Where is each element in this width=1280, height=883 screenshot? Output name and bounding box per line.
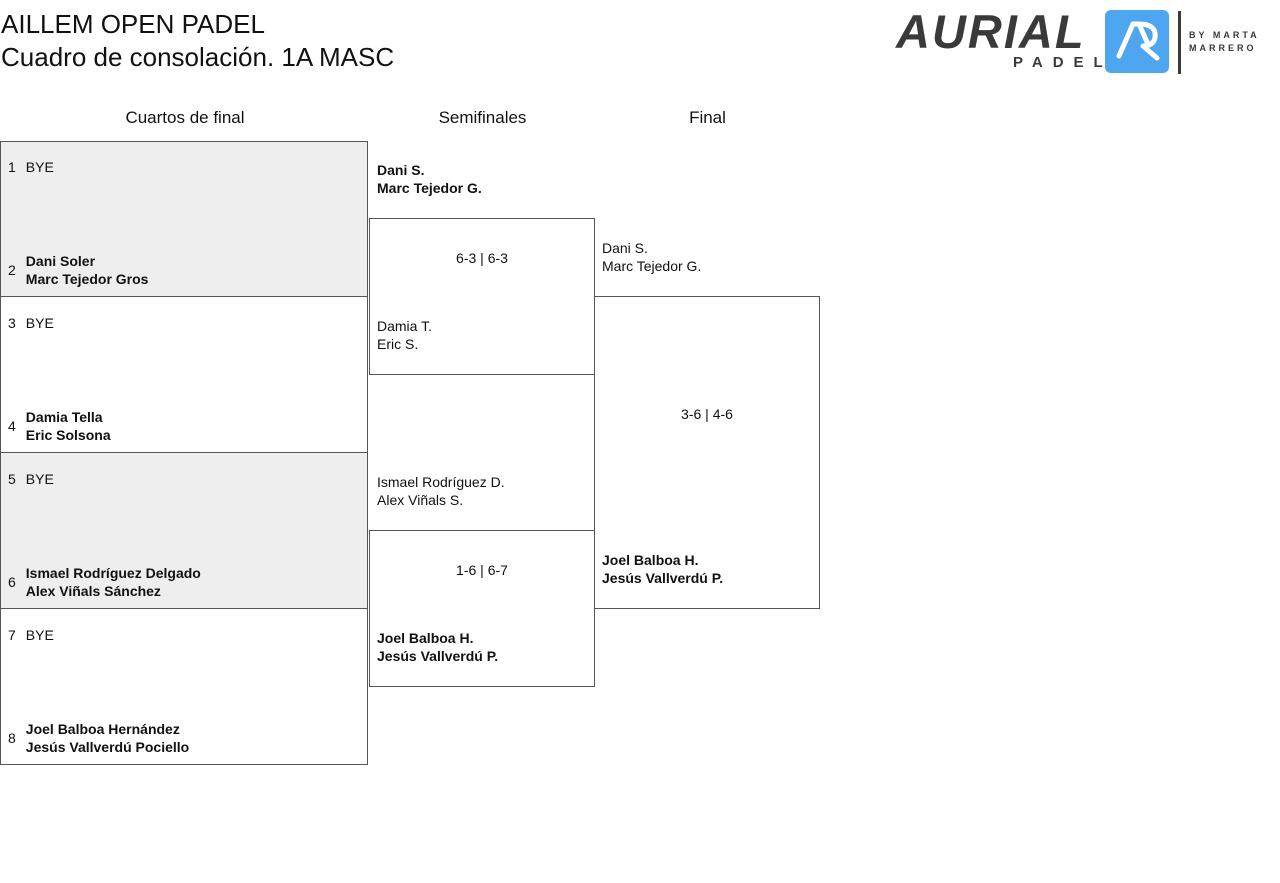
final-pair-2: Joel Balboa H.Jesús Vallverdú P. xyxy=(602,552,724,586)
final-match xyxy=(594,296,820,609)
final-score: 3-6 | 4-6 xyxy=(681,406,733,422)
semifinal-score-2: 1-6 | 6-7 xyxy=(456,562,508,578)
tournament-title: AILLEM OPEN PADEL xyxy=(1,9,265,39)
aurial-logo: AURIAL PADEL BY MARTA MARRERO xyxy=(896,5,1270,74)
semifinal-pair-2: Damia T.Eric S. xyxy=(377,318,432,352)
logo-by-text: BY MARTA MARRERO xyxy=(1189,30,1260,53)
semifinal-pair-3: Ismael Rodríguez D.Alex Viñals S. xyxy=(377,474,505,508)
draw-subtitle: Cuadro de consolación. 1A MASC xyxy=(1,42,395,72)
semifinal-pair-1: Dani S.Marc Tejedor G. xyxy=(377,162,482,196)
logo-word: AURIAL xyxy=(896,5,1086,58)
semifinal-pair-4: Joel Balboa H.Jesús Vallverdú P. xyxy=(377,630,499,664)
final-pair-1: Dani S.Marc Tejedor G. xyxy=(602,240,702,274)
logo-badge-icon xyxy=(1105,10,1169,73)
round-header-final: Final xyxy=(689,108,726,127)
logo-divider xyxy=(1178,11,1181,74)
round-header-semifinals: Semifinales xyxy=(438,108,527,127)
semifinal-score-1: 6-3 | 6-3 xyxy=(456,250,508,266)
logo-sub: PADEL xyxy=(1013,54,1113,71)
round-header-quarterfinals: Cuartos de final xyxy=(125,108,245,127)
